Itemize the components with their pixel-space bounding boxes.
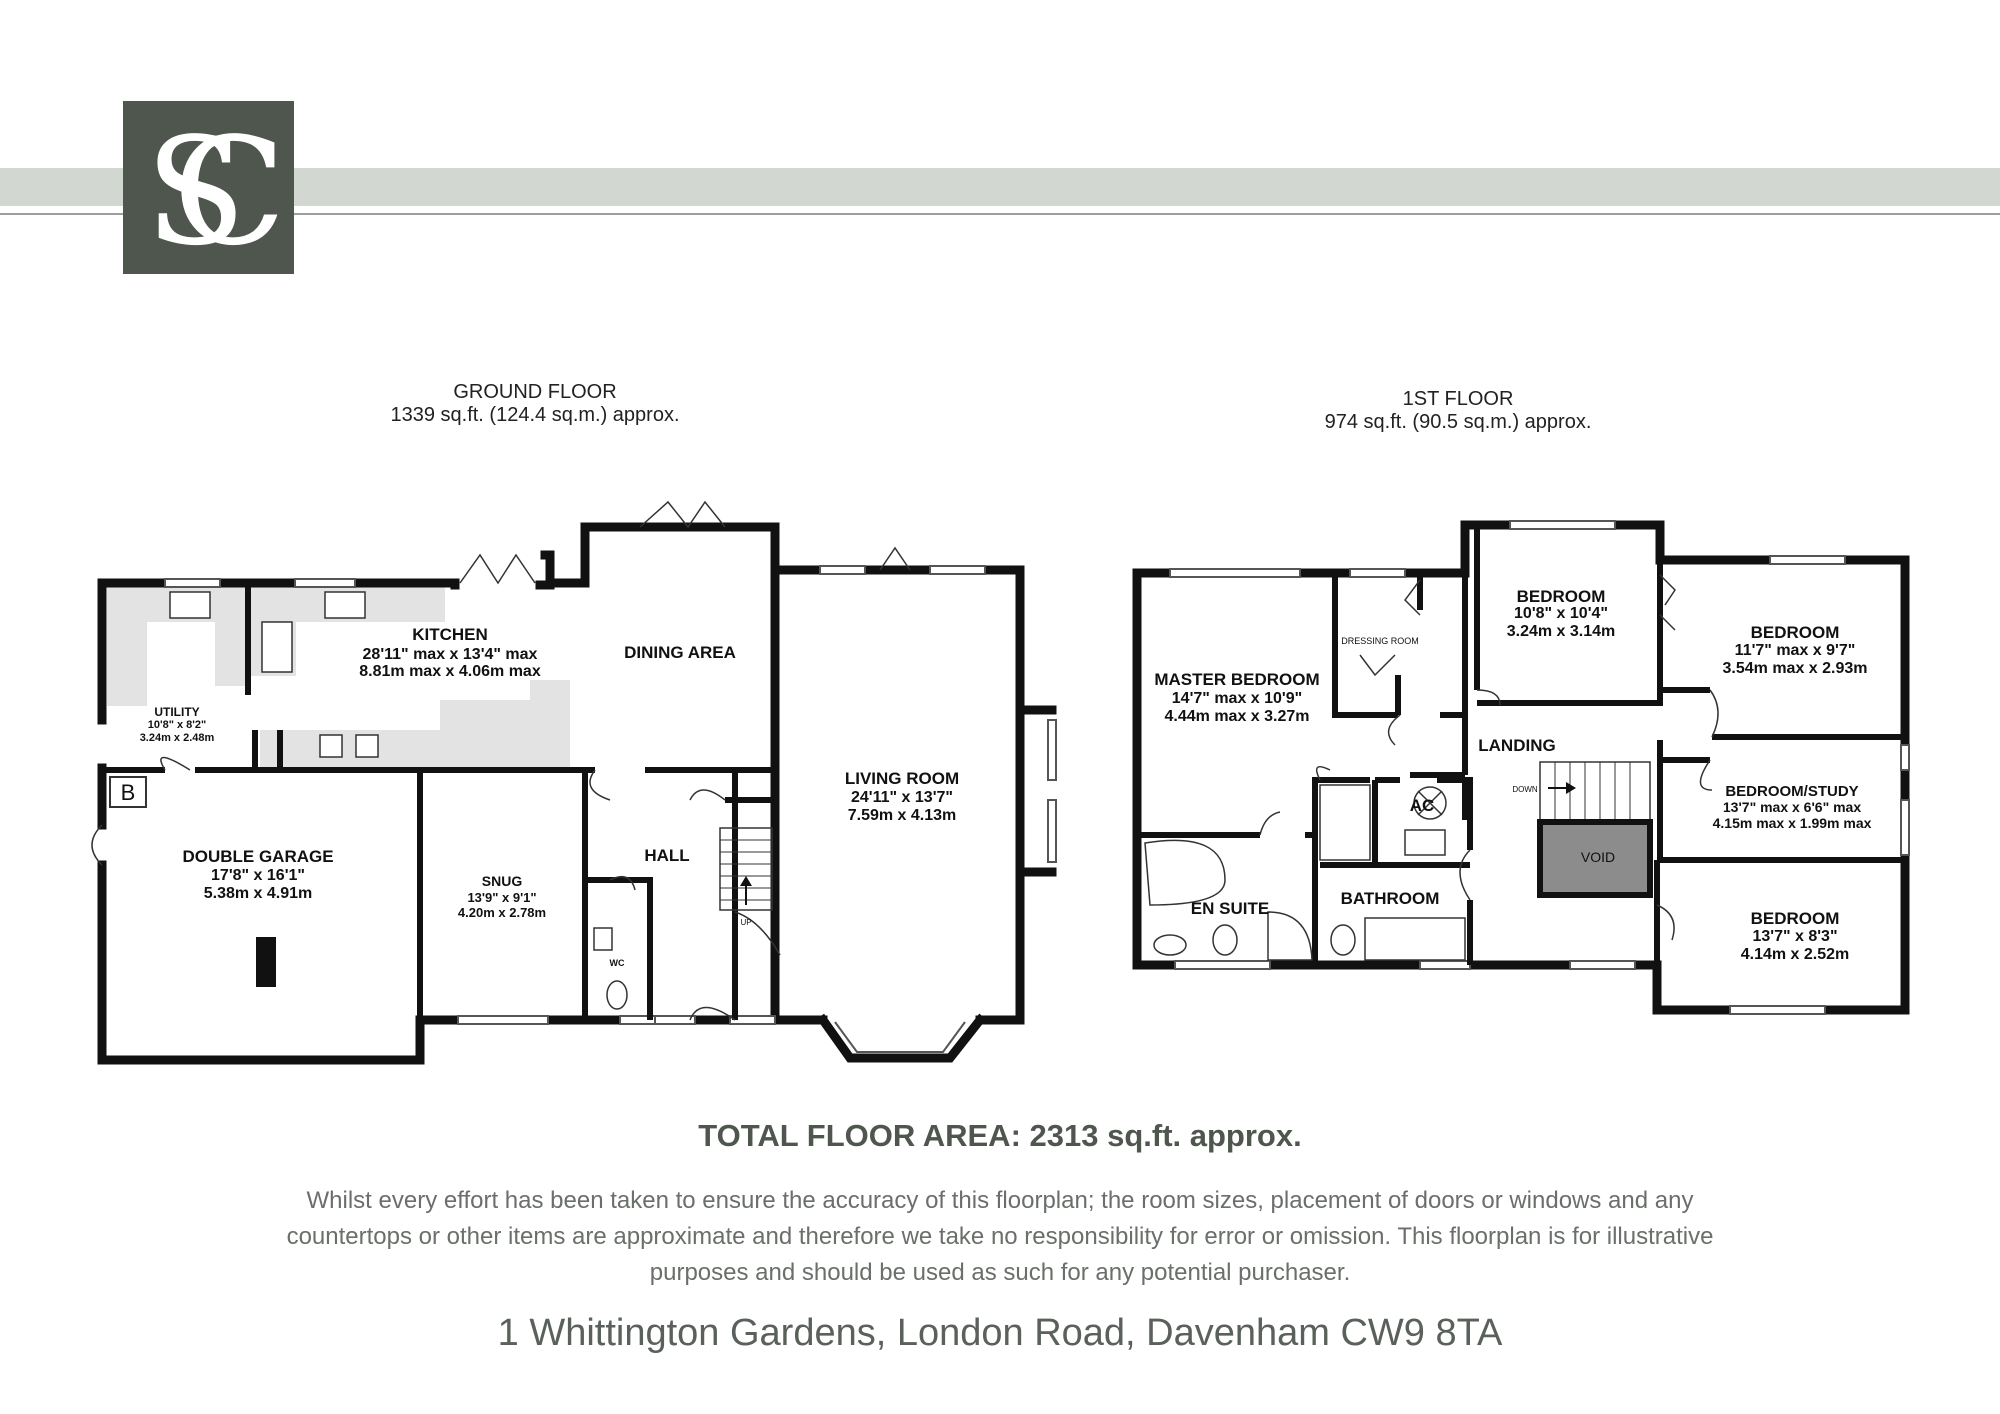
bedroom-2-label: BEDROOM <box>1517 587 1606 606</box>
kitchen-counters <box>107 586 570 768</box>
garage-dims-imperial: 17'8" x 16'1" <box>211 867 305 884</box>
bedroom-4-dims-imperial: 13'7" x 8'3" <box>1752 928 1837 945</box>
bedroom-3-dims-imperial: 11'7" max x 9'7" <box>1735 642 1856 659</box>
living-room-dims-imperial: 24'11" x 13'7" <box>851 789 953 806</box>
kitchen-dims-metric: 8.81m max x 4.06m max <box>359 663 541 680</box>
disclaimer-text: Whilst every effort has been taken to en… <box>286 1187 1714 1286</box>
snug-dims-metric: 4.20m x 2.78m <box>458 905 546 920</box>
kitchen-label: KITCHEN <box>412 625 488 644</box>
utility-dims-metric: 3.24m x 2.48m <box>140 732 215 744</box>
svg-text:C: C <box>173 106 286 274</box>
airing-cupboard-label: AC <box>1410 796 1435 815</box>
bedroom-study-label: BEDROOM/STUDY <box>1725 783 1858 800</box>
wc-label: WC <box>610 958 625 968</box>
ground-floor-heading: GROUND FLOOR 1339 sq.ft. (124.4 sq.m.) a… <box>335 381 735 427</box>
stairs-up-label: UP <box>740 918 751 927</box>
company-logo: S C <box>123 101 294 274</box>
ground-floor-title: GROUND FLOOR <box>453 381 617 403</box>
property-address: 1 Whittington Gardens, London Road, Dave… <box>497 1312 1503 1354</box>
utility-dims-imperial: 10'8" x 8'2" <box>148 719 206 731</box>
master-bedroom-label: MASTER BEDROOM <box>1154 670 1319 689</box>
landing-label: LANDING <box>1478 736 1555 755</box>
kitchen-dims-imperial: 28'11" max x 13'4" max <box>363 646 538 663</box>
bedroom-4-label: BEDROOM <box>1751 909 1840 928</box>
ground-floor-plan <box>91 500 1057 1065</box>
bedroom-3-label: BEDROOM <box>1751 623 1840 642</box>
svg-text:S: S <box>145 106 246 274</box>
bedroom-3-dims-metric: 3.54m max x 2.93m <box>1723 660 1868 677</box>
hall-label: HALL <box>644 846 689 865</box>
dining-area-label: DINING AREA <box>624 643 736 662</box>
bedroom-4-dims-metric: 4.14m x 2.52m <box>1741 946 1850 963</box>
bedroom-2-dims-imperial: 10'8" x 10'4" <box>1514 605 1608 622</box>
dressing-room-label: DRESSING ROOM <box>1341 636 1419 646</box>
snug-dims-imperial: 13'9" x 9'1" <box>467 890 536 905</box>
bathroom-label: BATHROOM <box>1341 889 1440 908</box>
first-floor-area: 974 sq.ft. (90.5 sq.m.) approx. <box>1324 411 1592 433</box>
bedroom-2-dims-metric: 3.24m x 3.14m <box>1507 623 1616 640</box>
double-garage-label: DOUBLE GARAGE <box>182 847 333 866</box>
first-floor-heading: 1ST FLOOR 974 sq.ft. (90.5 sq.m.) approx… <box>1258 388 1658 434</box>
first-floor-plan <box>1132 520 1910 1015</box>
header-band-line <box>0 213 2000 215</box>
master-bedroom-dims-imperial: 14'7" max x 10'9" <box>1172 690 1302 707</box>
living-room-dims-metric: 7.59m x 4.13m <box>848 807 957 824</box>
ground-floor-area: 1339 sq.ft. (124.4 sq.m.) approx. <box>390 404 680 426</box>
ground-stairs <box>719 827 773 911</box>
total-floor-area: TOTAL FLOOR AREA: 2313 sq.ft. approx. <box>698 1118 1302 1153</box>
boiler-label: B <box>121 780 136 805</box>
master-bedroom-dims-metric: 4.44m max x 3.27m <box>1165 708 1310 725</box>
en-suite-label: EN SUITE <box>1191 899 1269 918</box>
bedroom-study-dims-imperial: 13'7" max x 6'6" max <box>1723 799 1861 815</box>
bedroom-study-dims-metric: 4.15m max x 1.99m max <box>1713 815 1872 831</box>
stairs-down-label: DOWN <box>1512 785 1538 794</box>
void-label: VOID <box>1581 849 1615 865</box>
snug-label: SNUG <box>482 873 523 889</box>
utility-label: UTILITY <box>154 705 199 719</box>
first-stairs <box>1539 761 1651 823</box>
garage-dims-metric: 5.38m x 4.91m <box>204 885 313 902</box>
living-room-label: LIVING ROOM <box>845 769 959 788</box>
header-band <box>0 168 2000 206</box>
first-floor-title: 1ST FLOOR <box>1402 388 1514 410</box>
